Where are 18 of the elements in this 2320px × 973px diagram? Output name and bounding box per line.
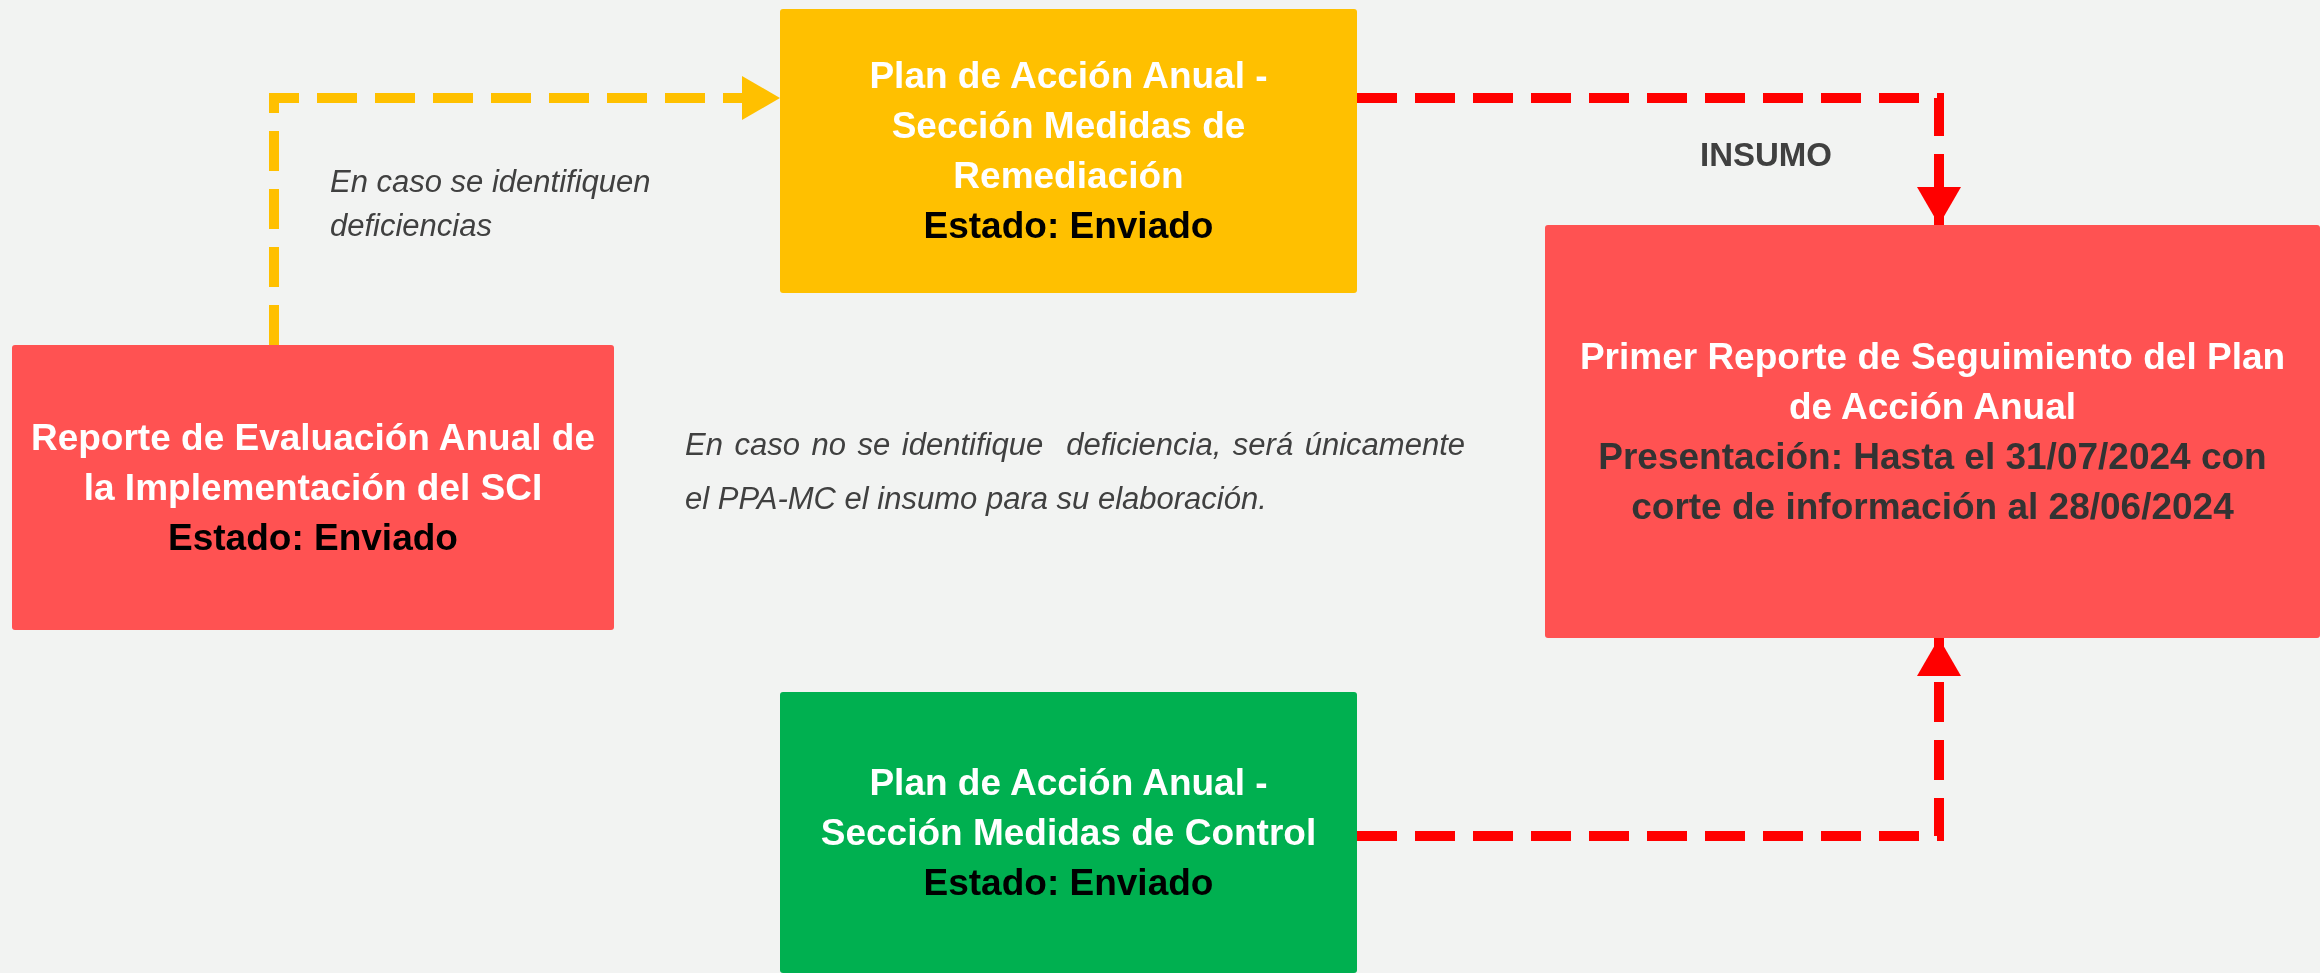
box-status: Estado: Enviado (923, 860, 1214, 905)
edge-label: INSUMO (1700, 135, 1832, 175)
box-title: Plan de Acción Anual - Sección Medidas de Remediación (868, 54, 1269, 198)
box-status: Estado: Enviado (168, 515, 458, 560)
note-text: En caso no se identifique deficiencia, será únicamente el PPA-MC el insumo para su elaboración. (685, 426, 1465, 518)
process-box (1545, 225, 2320, 638)
box-title: Primer Reporte de Seguimiento del Plan de Acción Anual (1578, 334, 2287, 429)
dashed-arrow (269, 76, 780, 345)
edge-label: En caso se identifiquen deficiencias (330, 163, 652, 245)
box-title: Plan de Acción Anual - Sección Medidas de Control (819, 760, 1318, 855)
box-title: Reporte de Evaluación Anual de la Implementación del SCI (29, 415, 596, 510)
process-box (12, 345, 614, 630)
box-status: Presentación: Hasta el 31/07/2024 con corte de información al 28/06/2024 (1597, 434, 2268, 529)
process-box (780, 692, 1357, 973)
dashed-arrow (1357, 93, 1961, 225)
box-status: Estado: Enviado (923, 204, 1214, 248)
process-box (780, 9, 1357, 293)
dashed-arrow (1357, 638, 1961, 841)
